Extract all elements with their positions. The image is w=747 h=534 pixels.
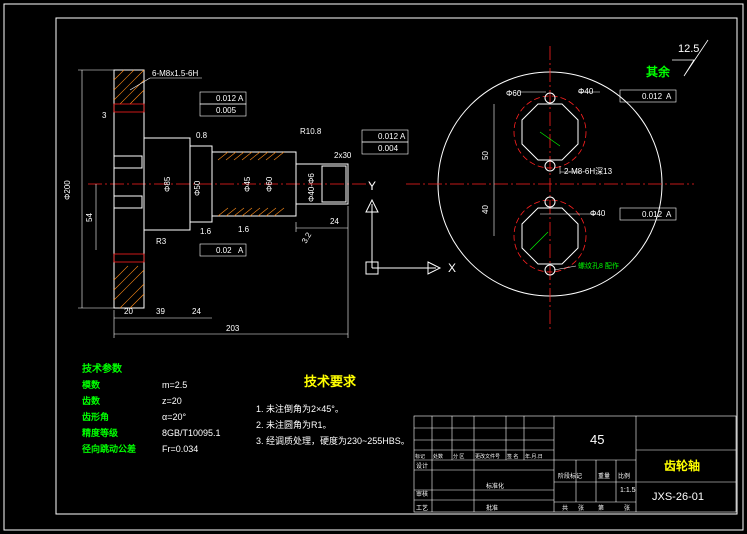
dim-d40h6: Φ40-Φ6 bbox=[307, 173, 316, 202]
dim-width-39: 39 bbox=[156, 307, 165, 316]
rest-label: 其余 bbox=[646, 64, 671, 79]
title-block-row-label: 分 区 bbox=[453, 453, 464, 460]
tech-requirements-list: 1. 未注倒角为2×45°。 2. 未注圆角为R1。 3. 经调质处理，硬度为230… bbox=[256, 403, 410, 446]
shaft-section-view bbox=[78, 69, 409, 338]
tech-param-value: 8GB/T10095.1 bbox=[162, 428, 221, 438]
outer-frame bbox=[3, 3, 744, 531]
right-d60: Φ60 bbox=[506, 89, 522, 98]
drawing-title: 齿轮轴 bbox=[664, 458, 700, 473]
title-block-sign-label: 批准 bbox=[486, 504, 498, 512]
right-tol-a: 0.012 bbox=[642, 92, 663, 101]
radius-r10: R10.8 bbox=[300, 127, 322, 136]
axis-y-label: Y bbox=[368, 179, 376, 193]
title-block-sign-label: 审核 bbox=[416, 490, 428, 498]
title-block-row-labels: 标记 处数 分 区 更改文件号签 名年.月.日 bbox=[415, 453, 543, 460]
drawing-number: JXS-26-01 bbox=[652, 491, 704, 503]
axis-x-label: X bbox=[448, 261, 456, 275]
dim-width-24a: 24 bbox=[192, 307, 201, 316]
right-dim-50: 50 bbox=[481, 151, 490, 160]
roughness-symbol-icon bbox=[672, 39, 709, 77]
tech-param-label: 齿数 bbox=[82, 395, 101, 406]
tolerance-5: 0.02 bbox=[216, 246, 232, 255]
title-block-sheet-label: 张 bbox=[624, 504, 630, 512]
title-block-row-label: 处数 bbox=[433, 453, 443, 460]
title-block-row-label: 更改文件号 bbox=[475, 453, 500, 460]
scale-value: 1:1.5 bbox=[620, 487, 636, 494]
dim-r3: R3 bbox=[156, 237, 167, 246]
title-block-stage-label: 重量 bbox=[598, 472, 610, 480]
tolerance-4: 0.004 bbox=[378, 144, 399, 153]
title-block-sheet-label: 第 bbox=[598, 504, 604, 512]
dim-d60: Φ60 bbox=[265, 176, 274, 192]
datum-1: A bbox=[238, 94, 244, 103]
right-dim-40: 40 bbox=[481, 205, 490, 214]
tech-param-value: α=20° bbox=[162, 412, 186, 422]
title-block-sheet-label: 张 bbox=[578, 504, 584, 512]
right-datum-b: A bbox=[666, 210, 672, 219]
tech-requirement-item: 1. 未注倒角为2×45°。 bbox=[256, 403, 344, 414]
title-block-row-label: 签 名 bbox=[507, 453, 518, 460]
title-block-row-label: 标记 bbox=[415, 453, 425, 460]
tech-param-label: 精度等级 bbox=[82, 427, 119, 438]
title-block-stage-label: 阶段标记 bbox=[558, 472, 582, 480]
right-datum-a: A bbox=[666, 92, 672, 101]
tech-param-value: z=20 bbox=[162, 396, 182, 406]
dim-d45: Φ45 bbox=[243, 176, 252, 192]
tech-param-label: 模数 bbox=[82, 379, 101, 390]
right-note: 螺纹孔8 配作 bbox=[578, 261, 619, 270]
title-block-sign-label: 工艺 bbox=[416, 504, 428, 512]
dim-54: 54 bbox=[85, 213, 94, 222]
title-block-row-label: 年.月.日 bbox=[525, 453, 543, 460]
tolerance-2: 0.005 bbox=[216, 106, 237, 115]
datum-2: A bbox=[400, 132, 406, 141]
roughness-08: 0.8 bbox=[196, 131, 208, 140]
dim-d50: Φ50 bbox=[193, 180, 202, 196]
flange-end-view bbox=[406, 46, 694, 330]
dim-total-203: 203 bbox=[226, 324, 240, 333]
dim-3: 3 bbox=[102, 111, 107, 120]
rest-value: 12.5 bbox=[678, 43, 699, 55]
material-label: 45 bbox=[590, 432, 604, 447]
tech-param-label: 齿形角 bbox=[82, 411, 109, 422]
title-block-small-label: 设计 bbox=[416, 462, 428, 470]
dim-d200: Φ200 bbox=[63, 180, 72, 200]
title-block-small-label: 标准化 bbox=[486, 482, 504, 490]
ucs-axis-icon bbox=[365, 198, 442, 275]
thread-callout: 6-M8x1.5-6H bbox=[152, 69, 198, 78]
right-thread: 2-M8-6H深13 bbox=[564, 167, 613, 176]
right-d40a: Φ40 bbox=[578, 87, 594, 96]
tolerance-3: 0.012 bbox=[378, 132, 399, 141]
tech-param-label: 径向跳动公差 bbox=[82, 443, 136, 454]
dim-d85: Φ85 bbox=[163, 176, 172, 192]
tech-params-list: 模数 m=2.5 齿数 z=20 齿形角 α=20° 精度等级 8GB/T10095.1 径向跳… bbox=[82, 379, 221, 454]
datum-3: A bbox=[238, 246, 244, 255]
right-d40b: Φ40 bbox=[590, 209, 606, 218]
title-block-stage-label: 比例 bbox=[618, 472, 630, 480]
dim-width-20: 20 bbox=[124, 307, 133, 316]
tech-req-heading: 技术要求 bbox=[304, 374, 357, 389]
tech-param-value: Fr=0.034 bbox=[162, 444, 198, 454]
roughness-16a: 1.6 bbox=[238, 225, 250, 234]
tech-requirement-item: 2. 未注圆角为R1。 bbox=[256, 419, 332, 430]
tech-param-value: m=2.5 bbox=[162, 380, 187, 390]
right-tol-b: 0.012 bbox=[642, 210, 663, 219]
title-block bbox=[413, 415, 737, 513]
tolerance-1: 0.012 bbox=[216, 94, 237, 103]
title-block-stage-labels: 阶段标记 重量比例 bbox=[558, 472, 630, 480]
roughness-32: 3.2 bbox=[300, 230, 314, 245]
roughness-16b: 1.6 bbox=[200, 227, 212, 236]
tech-requirement-item: 3. 经调质处理，硬度为230~255HBS。 bbox=[256, 435, 410, 446]
tech-params-heading: 技术参数 bbox=[82, 362, 123, 375]
dim-width-24b: 24 bbox=[330, 217, 339, 226]
chamfer-dim: 2x30 bbox=[334, 151, 352, 160]
drawing-border bbox=[55, 17, 738, 515]
title-block-sheet-labels: 共张第张 bbox=[562, 504, 630, 512]
title-block-sheet-label: 共 bbox=[562, 504, 568, 512]
